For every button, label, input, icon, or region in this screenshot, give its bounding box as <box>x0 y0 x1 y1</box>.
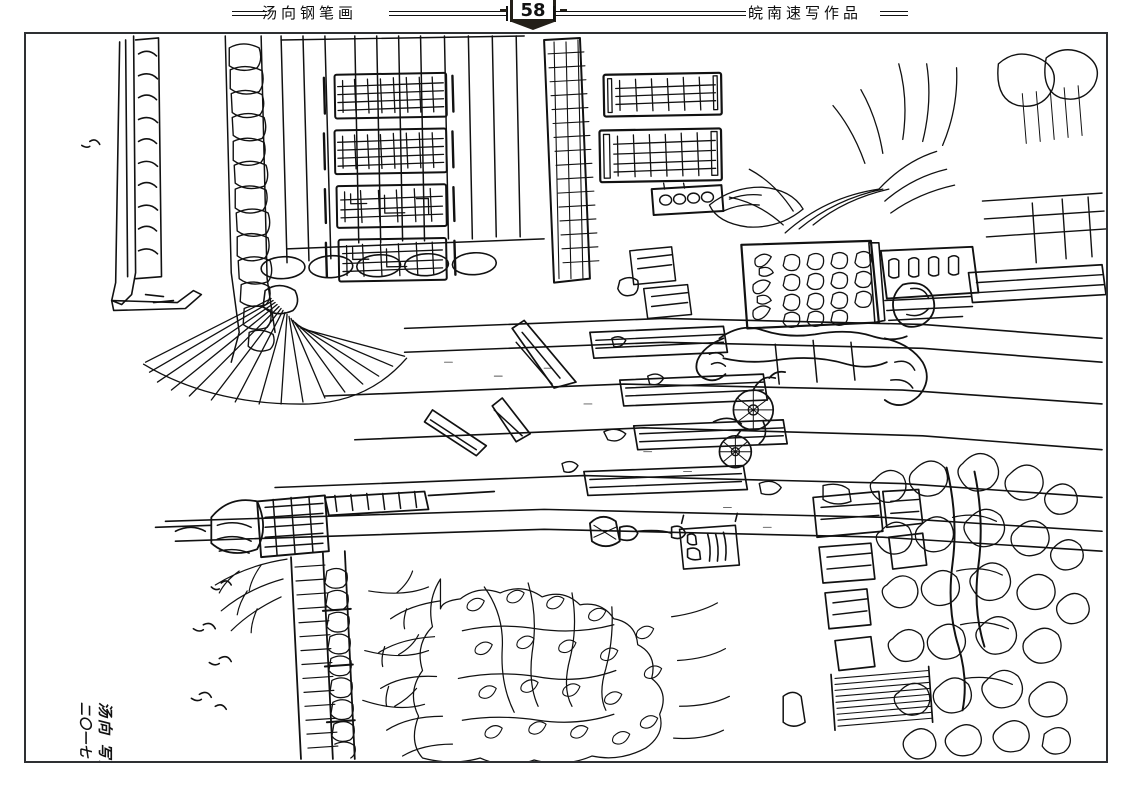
art-flowering-shrub <box>378 578 731 761</box>
art-sign-board <box>678 512 741 570</box>
art-right-wall <box>967 49 1106 304</box>
art-lattice-windows <box>322 71 457 283</box>
rule-right-inner <box>553 11 746 16</box>
art-bamboo-fronds <box>708 63 958 234</box>
art-street-lamp <box>589 515 687 548</box>
running-head: 汤向钢笔画 58 皖南速写作品 <box>0 0 1134 32</box>
rule-left-inner <box>389 11 508 16</box>
art-bird-marks <box>80 139 233 711</box>
art-thatch-roof <box>830 665 934 732</box>
rule-left-outer <box>232 11 267 16</box>
rule-right-outer <box>880 11 908 16</box>
art-facade <box>280 35 545 264</box>
page-number-banner: 58 <box>510 0 556 30</box>
illustration-plate: 汤向 写生 二〇一七 <box>24 32 1108 763</box>
page-banner-dash-right <box>560 9 567 12</box>
page-number: 58 <box>520 0 546 21</box>
art-goods-table <box>879 245 980 322</box>
art-easel <box>423 319 577 457</box>
art-door-plaque <box>782 691 806 727</box>
art-ground-texture <box>444 361 772 528</box>
art-upper-windows <box>598 71 725 216</box>
art-eave-tiles <box>260 251 498 280</box>
art-leafy-tree <box>869 453 1090 760</box>
art-market-items <box>561 336 852 505</box>
rule-cap-left <box>506 6 508 21</box>
art-shelf-objects <box>617 246 693 320</box>
pen-drawing <box>26 34 1106 761</box>
art-vendor-figure <box>695 239 936 406</box>
art-gate-tower <box>154 490 496 559</box>
art-bare-branches <box>214 558 430 709</box>
running-head-right-title: 皖南速写作品 <box>748 4 863 22</box>
page-banner-dash-left <box>500 9 507 12</box>
running-head-left-title: 汤向钢笔画 <box>262 4 358 22</box>
art-stalls <box>583 325 789 497</box>
art-cobbled-wall <box>290 550 356 760</box>
art-left-post <box>110 35 203 312</box>
page-banner-tail <box>510 19 556 30</box>
art-bicycle <box>712 370 787 469</box>
art-firewood-fan <box>142 284 408 405</box>
art-stone-pillar <box>224 35 276 363</box>
rule-cap-right <box>553 6 555 21</box>
art-door-screen <box>543 36 600 284</box>
